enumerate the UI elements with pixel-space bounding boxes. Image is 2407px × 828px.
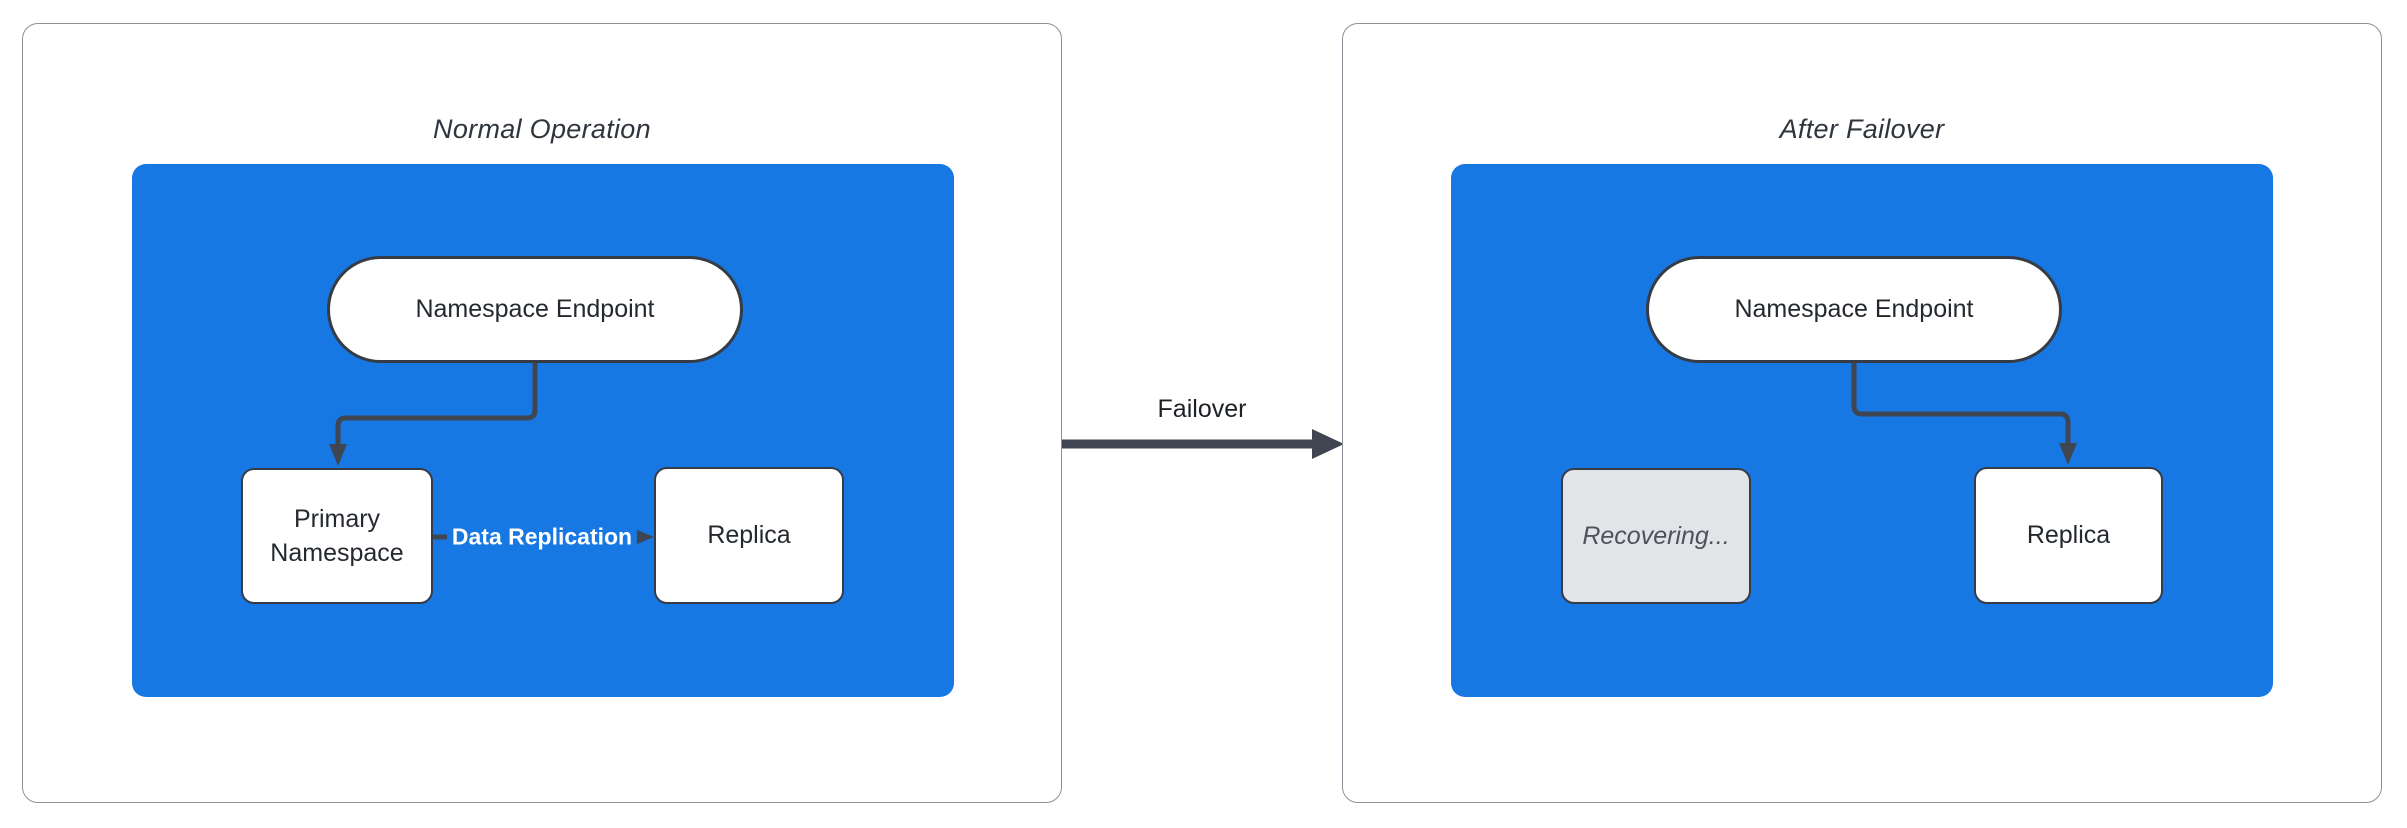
arrowhead-icon xyxy=(2059,443,2077,465)
normal-operation-panel: Normal Operation Namespace Endpoint Prim… xyxy=(22,23,1062,803)
data-replication-label: Data Replication xyxy=(446,521,638,553)
replica-label: Replica xyxy=(2026,521,2111,550)
after-failover-panel: After Failover Namespace Endpoint Recove… xyxy=(1342,23,2382,803)
endpoint-to-replica-connector xyxy=(1851,363,2071,444)
connector-lines xyxy=(329,363,654,547)
primary-namespace-label: Primary Namespace xyxy=(270,504,404,568)
connector-lines xyxy=(1851,363,2077,465)
replica-node: Replica xyxy=(654,467,844,604)
namespace-endpoint-label: Namespace Endpoint xyxy=(415,295,655,323)
namespace-endpoint-node: Namespace Endpoint xyxy=(327,256,743,363)
recovering-node: Recovering... xyxy=(1561,468,1751,604)
arrowhead-icon xyxy=(329,444,347,466)
failover-arrow xyxy=(1062,429,1344,459)
namespace-endpoint-label: Namespace Endpoint xyxy=(1734,295,1974,323)
recovering-label: Recovering... xyxy=(1582,521,1730,550)
cluster-box: Namespace Endpoint Recovering... Replica xyxy=(1451,164,2273,697)
failover-label: Failover xyxy=(1157,395,1247,423)
primary-namespace-node: Primary Namespace xyxy=(241,468,433,604)
replica-label: Replica xyxy=(707,521,791,550)
endpoint-to-primary-connector xyxy=(335,363,538,445)
arrowhead-icon xyxy=(1312,429,1344,459)
namespace-endpoint-node: Namespace Endpoint xyxy=(1646,256,2062,363)
panel-title: After Failover xyxy=(1779,114,1945,144)
panel-title: Normal Operation xyxy=(433,114,651,144)
cluster-box: Namespace Endpoint Primary Namespace Rep… xyxy=(132,164,954,697)
replica-node: Replica xyxy=(1974,467,2163,604)
